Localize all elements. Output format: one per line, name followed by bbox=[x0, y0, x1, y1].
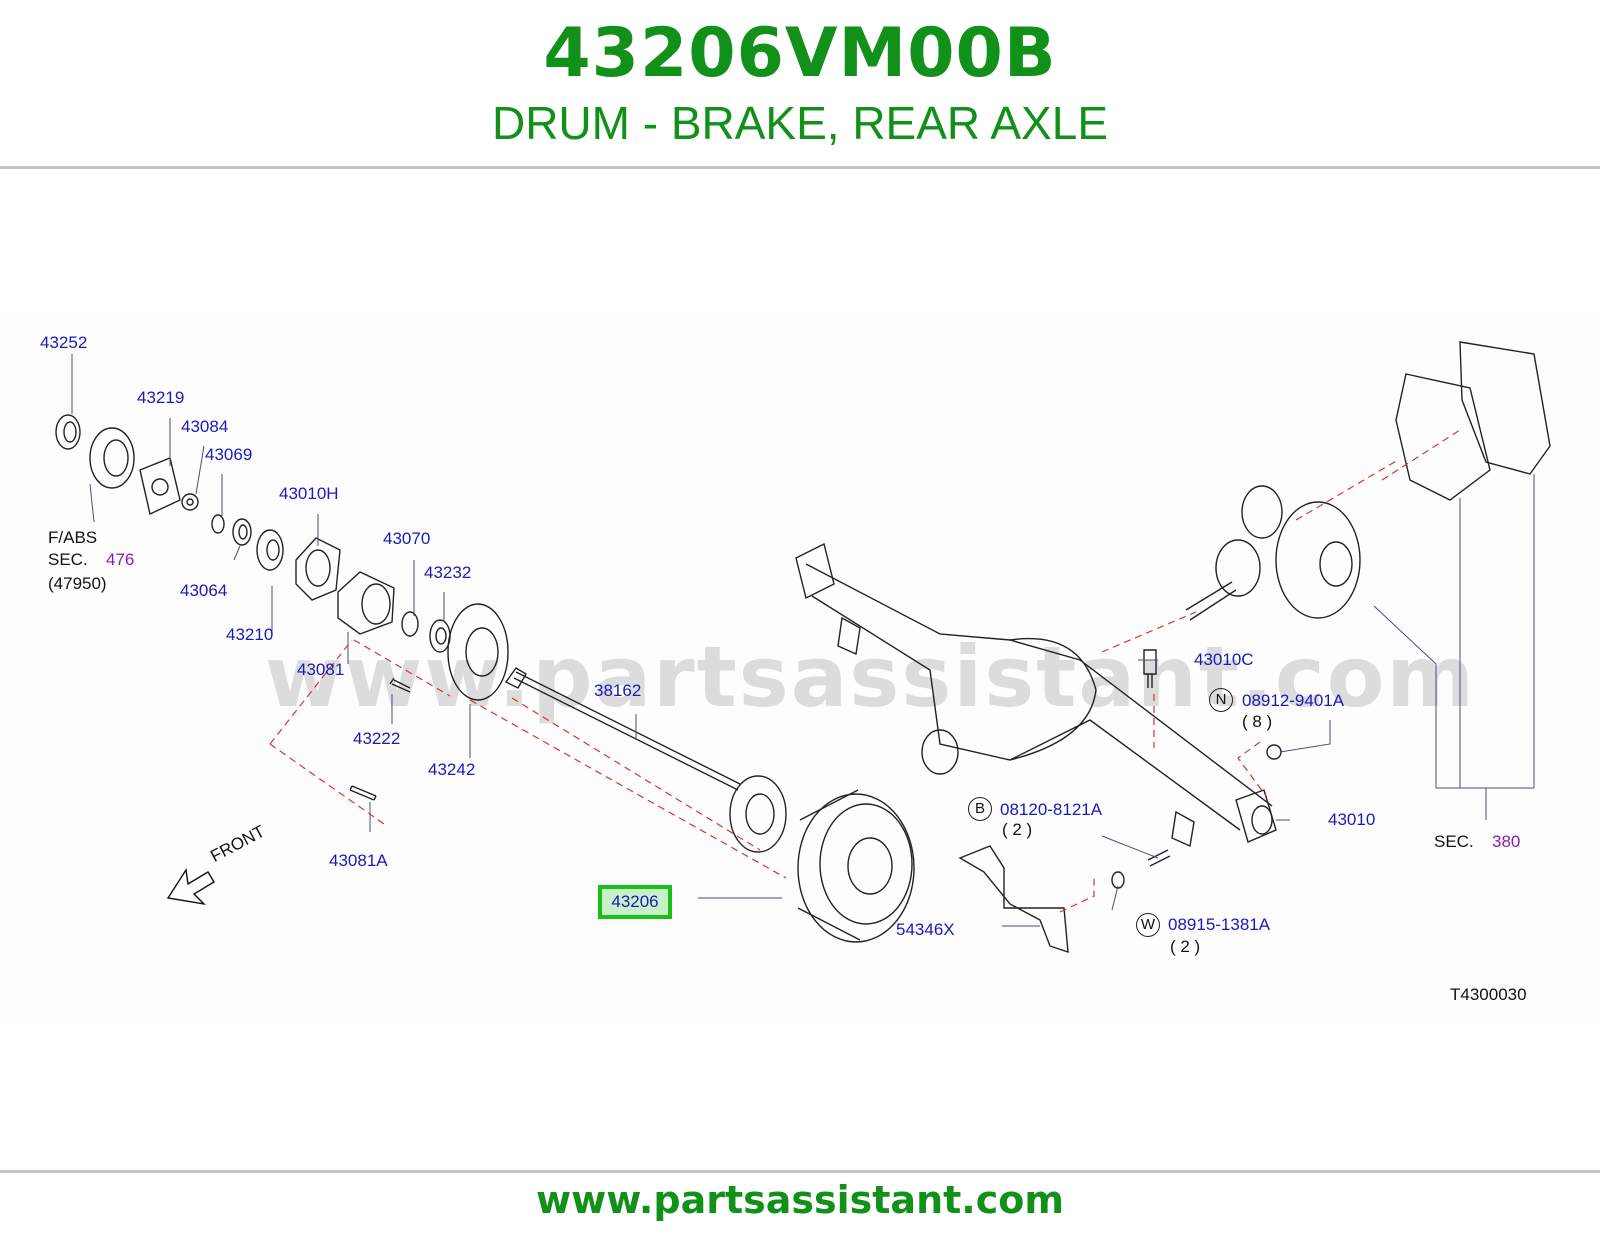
sec-label-380: SEC. bbox=[1434, 832, 1474, 851]
qty-08915: ( 2 ) bbox=[1170, 937, 1201, 956]
label-43010H[interactable]: 43010H bbox=[279, 484, 339, 503]
label-43252[interactable]: 43252 bbox=[40, 333, 88, 352]
label-43232[interactable]: 43232 bbox=[424, 563, 472, 582]
label-43210[interactable]: 43210 bbox=[226, 625, 274, 644]
label-38162[interactable]: 38162 bbox=[594, 681, 642, 700]
label-43010C[interactable]: 43010C bbox=[1194, 650, 1254, 669]
label-43081A[interactable]: 43081A bbox=[329, 851, 388, 870]
header-divider bbox=[0, 166, 1600, 169]
label-43064[interactable]: 43064 bbox=[180, 581, 228, 600]
sec-label-476: SEC. bbox=[48, 550, 88, 569]
label-43222[interactable]: 43222 bbox=[353, 729, 401, 748]
highlighted-part-43206[interactable]: 43206 bbox=[598, 885, 672, 919]
footer-website-link[interactable]: www.partsassistant.com bbox=[536, 1178, 1064, 1222]
footer-divider bbox=[0, 1170, 1600, 1173]
part-number-title: 43206VM00B bbox=[543, 14, 1057, 93]
label-43242[interactable]: 43242 bbox=[428, 760, 476, 779]
label-08120-8121A[interactable]: 08120-8121A bbox=[1000, 800, 1103, 819]
b-symbol: B bbox=[968, 797, 992, 821]
label-43084[interactable]: 43084 bbox=[181, 417, 229, 436]
label-43081[interactable]: 43081 bbox=[297, 660, 345, 679]
sec-476-link[interactable]: 476 bbox=[106, 550, 135, 569]
label-43069[interactable]: 43069 bbox=[205, 445, 253, 464]
label-43219[interactable]: 43219 bbox=[137, 388, 185, 407]
label-08915-1381A[interactable]: 08915-1381A bbox=[1168, 915, 1271, 934]
page-header: 43206VM00B DRUM - BRAKE, REAR AXLE bbox=[0, 0, 1600, 168]
qty-08912: ( 8 ) bbox=[1242, 712, 1273, 731]
fabs-code: (47950) bbox=[48, 574, 107, 593]
qty-08120: ( 2 ) bbox=[1002, 820, 1033, 839]
fabs-label: F/ABS bbox=[48, 528, 98, 547]
n-symbol: N bbox=[1209, 688, 1233, 712]
w-symbol: W bbox=[1136, 913, 1160, 937]
label-43010[interactable]: 43010 bbox=[1328, 810, 1376, 829]
label-43070[interactable]: 43070 bbox=[383, 529, 431, 548]
part-description: DRUM - BRAKE, REAR AXLE bbox=[491, 97, 1109, 149]
figure-code: T4300030 bbox=[1450, 985, 1527, 1004]
parts-diagram-panel bbox=[0, 318, 1600, 1018]
label-54346X[interactable]: 54346X bbox=[896, 920, 955, 939]
label-08912-9401A[interactable]: 08912-9401A bbox=[1242, 691, 1345, 710]
sec-380-link[interactable]: 380 bbox=[1492, 832, 1521, 851]
